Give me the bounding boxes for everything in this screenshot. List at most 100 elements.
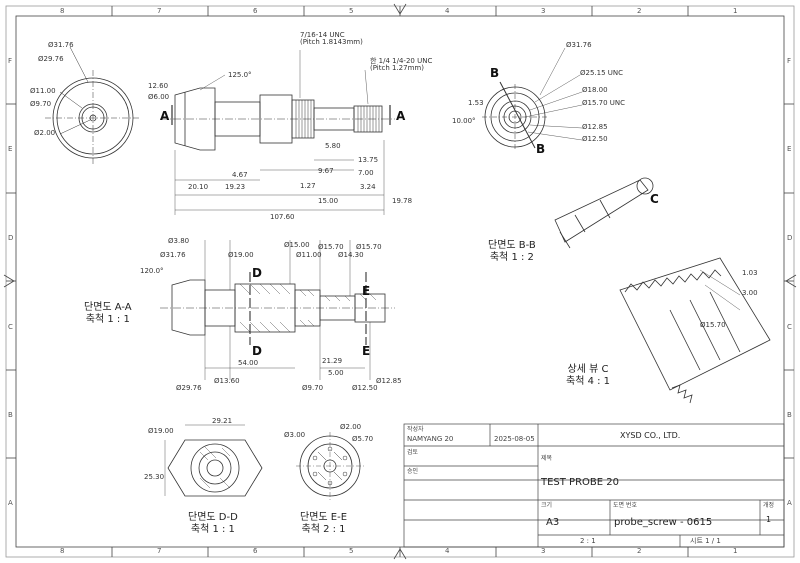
zone-top-6: 6 [253,7,258,15]
zone-bottom-2: 2 [637,547,642,555]
detail-mark-c: C [650,192,659,206]
tb-drawn-label: 작성자 [407,426,424,433]
dim-label: 1.53 [468,99,484,107]
section-mark-a-left: A [160,109,170,123]
zone-right-a: A [787,499,792,507]
dim-label: Ø2.00 [340,423,362,431]
tb-rev: 1 [766,515,772,524]
dim-label: Ø9.70 [30,100,52,108]
dim-label: Ø15.70 UNC [582,99,626,107]
tb-size-label: 크기 [541,502,553,509]
dim-label: 1.03 [742,269,758,277]
zone-left-b: B [8,411,13,419]
dim-label: 3.24 [360,183,376,191]
end-view-left [45,46,141,166]
dim-label: 29.21 [212,417,233,425]
dim-label: Ø3.00 [284,431,306,439]
section-mark-d-bottom: D [252,344,262,358]
section-dd [164,424,263,497]
zone-top-5: 5 [349,7,354,15]
section-ee [296,432,364,500]
dim-label: 1.27 [300,182,316,190]
dim-label: Ø12.50 [352,384,378,392]
dim-label: Ø13.60 [214,377,240,385]
dim-label: Ø15.00 [284,241,310,249]
dim-label: 4.67 [232,171,248,179]
zone-bottom-3: 3 [541,547,546,555]
dim-label-overall: 107.60 [270,213,295,221]
tb-drawn-by: NAMYANG 20 [407,435,454,443]
zone-bottom-1: 1 [733,547,738,555]
dim-label: Ø12.85 [582,123,608,131]
dim-label: 25.30 [144,473,165,481]
detail-c-title: 상세 뷰 C 축척 4 : 1 [566,364,611,387]
dim-label: Ø15.70 [700,321,726,329]
dim-label: 3.00 [742,289,758,297]
dim-label: Ø31.76 [566,41,592,49]
tb-sheet: 시트 1 / 1 [690,537,721,545]
end-view-right [482,47,583,150]
side-view [160,50,395,215]
dim-label: Ø12.85 [376,377,402,385]
dim-label: 5.00 [328,369,344,377]
zone-right-d: D [787,234,793,242]
tb-company: XYSD CO., LTD. [620,431,681,440]
dim-label: Ø25.15 UNC [580,69,624,77]
dim-label: Ø29.76 [176,384,202,392]
tb-dwg-label: 도면 번호 [613,502,637,509]
tb-size: A3 [546,517,560,528]
zone-top-2: 2 [637,7,642,15]
section-aa [160,240,395,380]
dim-label: Ø12.50 [582,135,608,143]
tb-rev-label: 개정 [763,502,775,509]
dim-label: 10.00° [452,117,476,125]
section-mark-b-top: B [490,66,500,80]
zone-top-3: 3 [541,7,546,15]
zone-left-d: D [8,234,14,242]
dim-label: 19.78 [392,197,413,205]
dim-label: Ø31.76 [48,41,74,49]
dim-label: 12.60 [148,82,169,90]
tb-check-label: 검토 [407,449,419,456]
zone-right-b: B [787,411,792,419]
section-mark-d-top: D [252,266,262,280]
zone-top-8: 8 [60,7,65,15]
dim-label: Ø15.70 [318,243,344,251]
tb-date: 2025-08-05 [494,435,535,443]
section-mark-b-bottom: B [536,142,546,156]
dim-label: Ø29.76 [38,55,64,63]
zone-bottom-7: 7 [157,547,162,555]
dim-label: 125.0° [228,71,252,79]
section-aa-title: 단면도 A-A 축척 1 : 1 [84,302,132,325]
dim-label: 19.23 [225,183,246,191]
dim-label: Ø19.00 [228,251,254,259]
probe-isometric [554,177,654,249]
zone-left-e: E [8,145,13,153]
thread-callout-top: 7/16-14 UNC (Pitch 1.8143mm) [300,31,363,46]
zone-top-4: 4 [445,7,450,15]
dim-label: Ø31.76 [160,251,186,259]
dim-label: Ø19.00 [148,427,174,435]
title-block-grid [403,423,785,548]
zone-top-1: 1 [733,7,738,15]
dim-label: Ø6.00 [148,93,170,101]
zone-left-f: F [8,57,13,65]
dim-label: Ø11.00 [30,87,56,95]
detail-c [619,257,771,404]
thread-callout-right: 한 1/4 1/4-20 UNC (Pitch 1.27mm) [370,57,433,72]
zone-bottom-5: 5 [349,547,354,555]
dim-angle: 120.0° [140,267,164,275]
dim-label: Ø18.00 [582,86,608,94]
dim-label: 7.00 [358,169,374,177]
zone-left-c: C [8,323,13,331]
zone-bottom-8: 8 [60,547,65,555]
section-mark-e-top: E [362,284,371,298]
dim-label: Ø11.00 [296,251,322,259]
tb-scale: 2 : 1 [580,537,596,545]
dim-label: 5.80 [325,142,341,150]
dim-label: Ø5.70 [352,435,374,443]
dim-label: Ø15.70 [356,243,382,251]
tb-title-label: 제목 [541,455,553,462]
zone-left-a: A [8,499,13,507]
